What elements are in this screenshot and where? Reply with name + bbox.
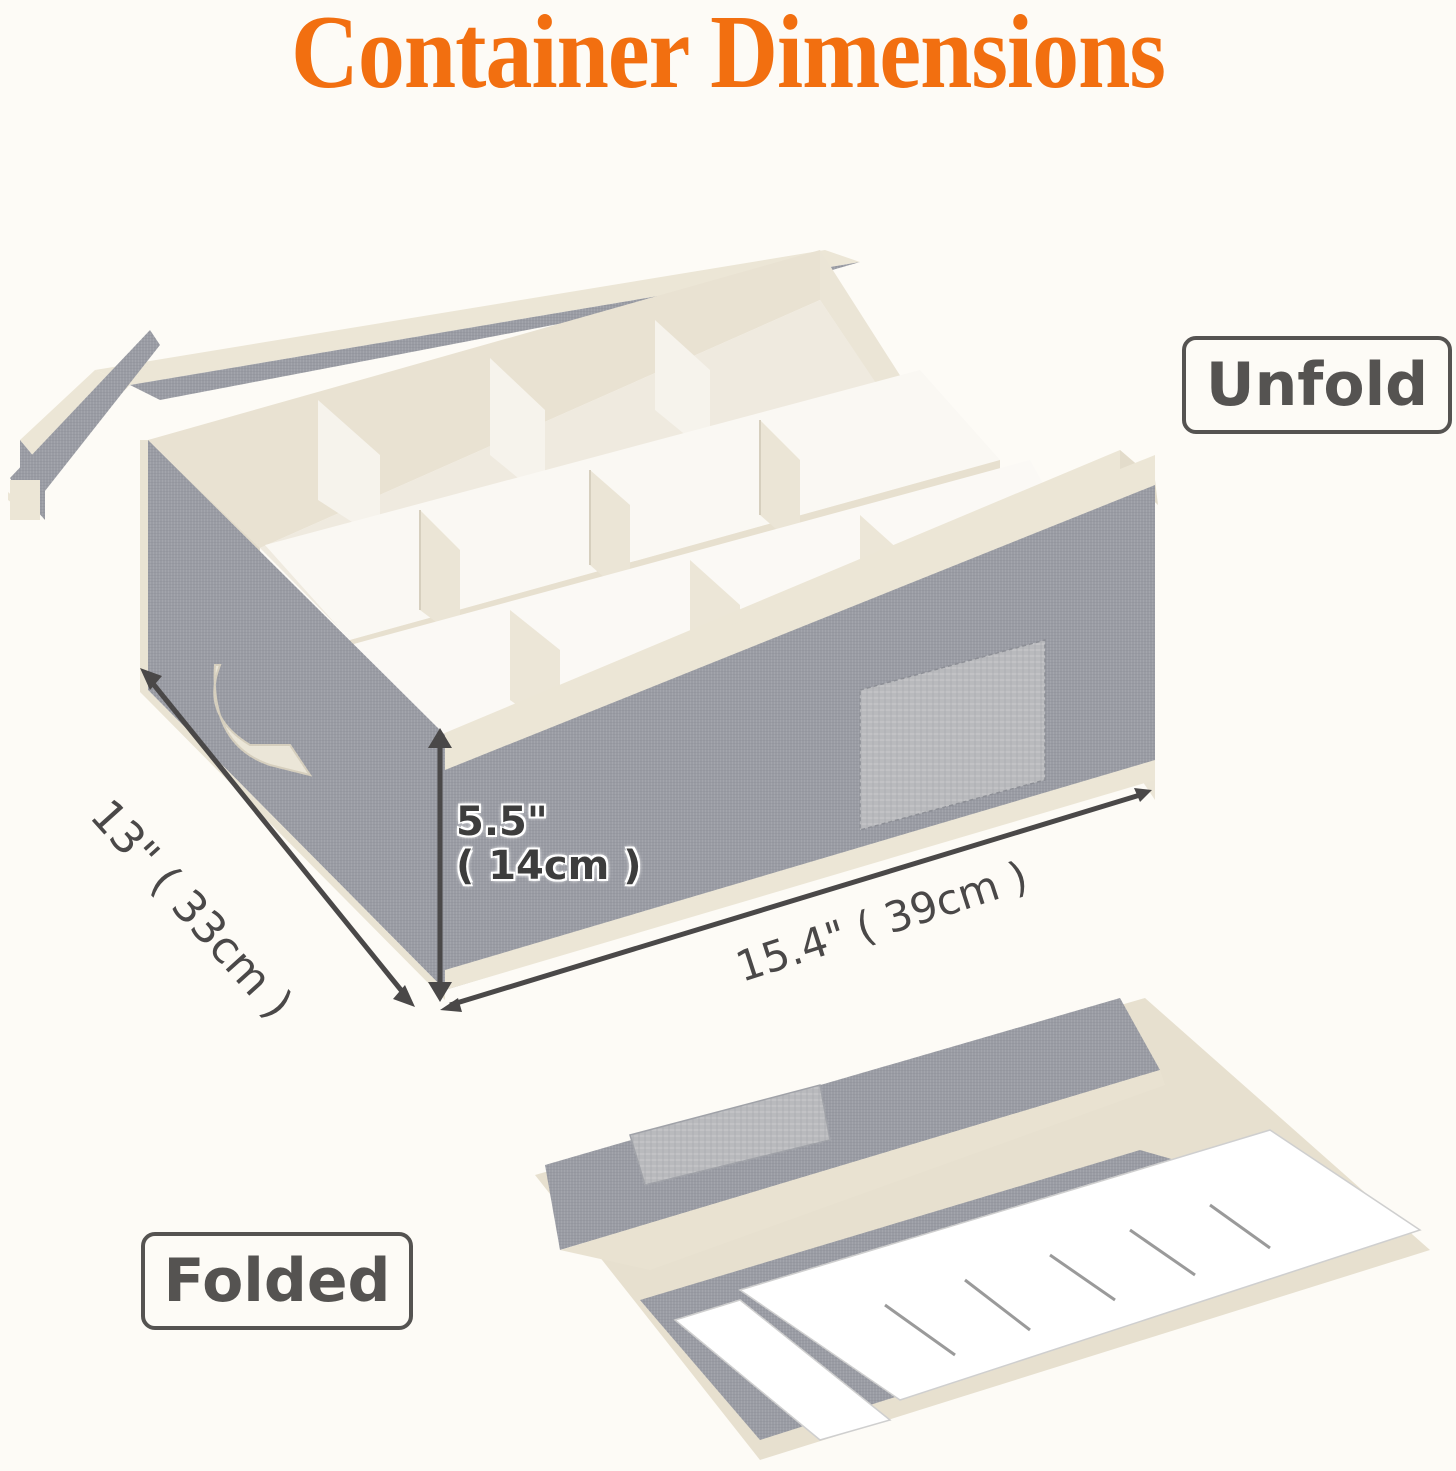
- height-inches: 5.5": [456, 799, 548, 845]
- folded-box: [535, 998, 1430, 1460]
- unfold-label: Unfold: [1182, 336, 1452, 434]
- compartment-dividers: [265, 320, 1080, 735]
- dimension-arrows: [140, 668, 1152, 1012]
- page-title: Container Dimensions: [291, 0, 1166, 111]
- height-dimension: 5.5" ( 14cm ): [456, 800, 641, 888]
- lid-top-edge: [95, 250, 860, 385]
- handle: [213, 664, 313, 777]
- height-cm: ( 14cm ): [456, 843, 642, 889]
- label-pocket: [859, 639, 1046, 831]
- folded-label: Folded: [141, 1232, 413, 1330]
- folded-label-pocket: [629, 1084, 831, 1186]
